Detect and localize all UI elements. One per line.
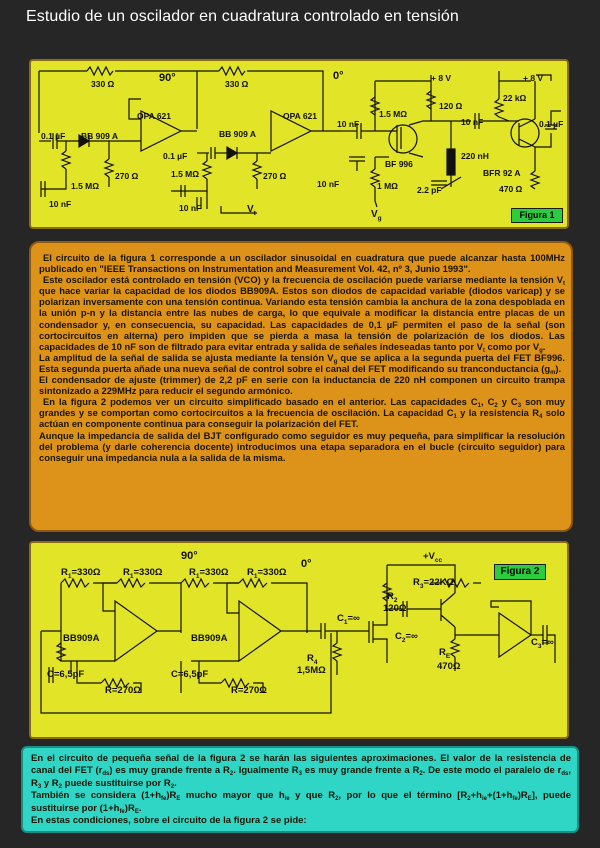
fig2-r3: R3=22KΩ <box>413 577 454 590</box>
fig2-re: RE <box>439 647 451 660</box>
fig2-phase-0: 0° <box>301 558 312 570</box>
fig2-r1-b: R1=330Ω <box>123 567 163 580</box>
cyan-paragraph-3: En estas condiciones, sobre el circuito … <box>31 815 307 827</box>
fig1-bjt: BFR 92 A <box>483 168 520 178</box>
fig1-inductor: 220 nH <box>461 151 489 161</box>
fig1-cfilter-2: 10 nF <box>179 203 201 213</box>
figure-1-label: Figura 1 <box>511 208 563 223</box>
fig1-fet: BF 996 <box>385 159 413 169</box>
approximations-text: En el circuito de pequeña señal de la fi… <box>31 753 571 827</box>
paragraph-6: Aunque la impedancia de salida del BJT c… <box>39 429 565 463</box>
fig2-r1-a: R1=330Ω <box>61 567 101 580</box>
fig2-c1: C1=∞ <box>337 613 360 626</box>
fig2-r4-val: 1,5MΩ <box>297 665 326 676</box>
fig2-r4: R4 <box>307 653 318 666</box>
fig2-c3: C3=∞ <box>531 637 554 650</box>
fig1-rbias-2: 1.5 MΩ <box>171 169 199 179</box>
fig1-opamp-1: OPA 621 <box>137 111 171 121</box>
fig1-c-couple: 10 nF <box>461 117 483 127</box>
fig1-c-out: 0.1 µF <box>539 119 563 129</box>
fig2-r270-2: R=270Ω <box>231 685 267 696</box>
fig2-diode-1: BB909A <box>63 633 100 644</box>
fig1-vt: Vt <box>247 204 257 217</box>
description-text: El circuito de la figura 1 corresponde a… <box>39 252 565 463</box>
fig1-rbias-1: 1.5 MΩ <box>71 181 99 191</box>
paragraph-1: El circuito de la figura 1 corresponde a… <box>39 252 565 275</box>
fig1-phase-0: 0° <box>333 70 344 82</box>
figure-2-schematic: 90° 0° R1=330Ω R1=330Ω R1=330Ω R1=330Ω B… <box>29 541 569 739</box>
fig1-cin-2: 0.1 µF <box>163 151 187 161</box>
figure-2-label: Figura 2 <box>494 564 546 580</box>
fig1-r-top-1: 330 Ω <box>91 79 115 89</box>
fig1-vcc-1: + 8 V <box>431 73 451 83</box>
fig2-r1-d: R1=330Ω <box>247 567 287 580</box>
paragraph-3: La amplitud de la señal de salida se aju… <box>39 351 565 376</box>
fig2-c2: C2=∞ <box>395 631 418 644</box>
fig2-re-val: 470Ω <box>437 661 461 672</box>
fig2-cap-1: C=6,5pF <box>47 669 84 680</box>
page-title: Estudio de un oscilador en cuadratura co… <box>26 8 459 25</box>
fig1-r270-2: 270 Ω <box>263 171 287 181</box>
fig2-r2: R2 <box>387 591 398 604</box>
fig1-c-fet: 10 nF <box>337 119 359 129</box>
cyan-paragraph-2: También se considera (1+hfe)RE mucho may… <box>31 790 571 815</box>
fig2-phase-90: 90° <box>181 550 198 562</box>
paragraph-4: El condensador de ajuste (trimmer) de 2,… <box>39 374 565 397</box>
paragraph-2: Este oscilador está controlado en tensió… <box>39 274 565 354</box>
fig2-r2-val: 120Ω <box>383 603 407 614</box>
fig1-r-fet-g2: 1 MΩ <box>377 181 398 191</box>
approximations-panel: En el circuito de pequeña señal de la fi… <box>21 746 579 833</box>
figure-1-circuit-svg: 330 Ω 330 Ω 90° 0° OPA 621 OPA 621 BB 90… <box>38 65 563 222</box>
fig1-diode-1: BB 909 A <box>81 131 118 141</box>
fig1-r-base: 22 kΩ <box>503 93 527 103</box>
fig1-opamp-2: OPA 621 <box>283 111 317 121</box>
fig1-r-emitter: 470 Ω <box>499 184 523 194</box>
fig2-cap-2: C=6,5pF <box>171 669 208 680</box>
fig2-r270-1: R=270Ω <box>105 685 141 696</box>
cyan-paragraph-1: En el circuito de pequeña señal de la fi… <box>31 753 571 790</box>
fig1-vg: Vg <box>371 209 382 222</box>
fig1-cin-1: 0.1 µF <box>41 131 65 141</box>
description-panel: El circuito de la figura 1 corresponde a… <box>29 241 573 532</box>
fig1-r-top-2: 330 Ω <box>225 79 249 89</box>
fig1-c-g2: 10 nF <box>317 179 339 189</box>
figure-2-circuit-svg: 90° 0° R1=330Ω R1=330Ω R1=330Ω R1=330Ω B… <box>40 550 556 714</box>
figure-1-schematic: 330 Ω 330 Ω 90° 0° OPA 621 OPA 621 BB 90… <box>29 59 569 229</box>
fig1-c-trim: 2.2 pF <box>417 185 442 195</box>
fig1-r-drain: 120 Ω <box>439 101 463 111</box>
fig2-r1-c: R1=330Ω <box>189 567 229 580</box>
fig1-cfilter-1: 10 nF <box>49 199 71 209</box>
fig1-vcc-2: + 8 V <box>523 73 543 83</box>
fig2-diode-2: BB909A <box>191 633 228 644</box>
paragraph-5: En la figura 2 podemos ver un circuito s… <box>39 396 566 430</box>
fig1-phase-90: 90° <box>159 72 176 84</box>
fig1-diode-2: BB 909 A <box>219 129 256 139</box>
fig2-vcc: +Vcc <box>423 551 443 564</box>
fig1-r270-1: 270 Ω <box>115 171 139 181</box>
fig1-r-fet: 1.5 MΩ <box>379 109 407 119</box>
